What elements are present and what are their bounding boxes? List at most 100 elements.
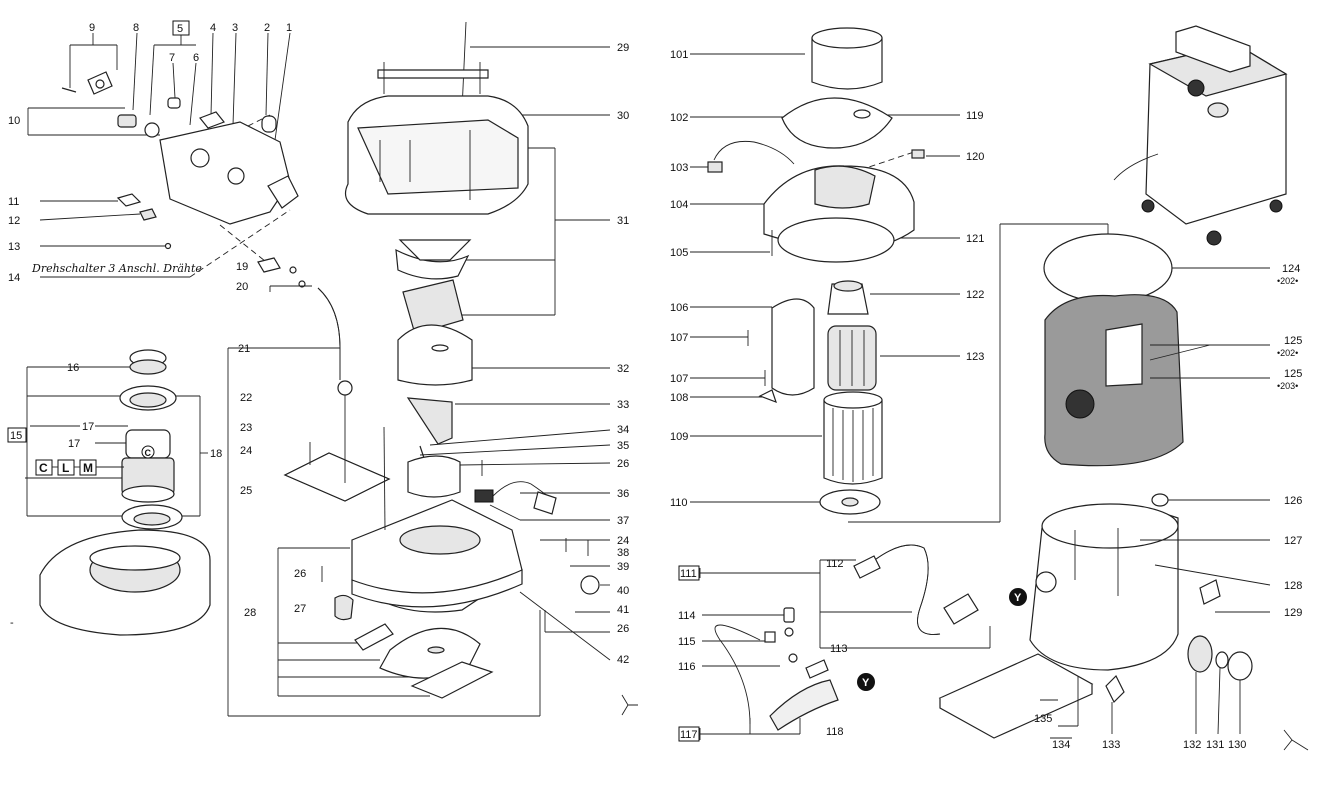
callout-6: 6 — [193, 52, 199, 64]
callout-11: 11 — [8, 196, 19, 208]
callout-103: 103 — [670, 162, 688, 174]
callout-124: 124 — [1282, 263, 1300, 275]
callout-5: 5 — [177, 23, 183, 35]
connector-y-left-text: Y — [862, 677, 870, 689]
variant-c: C — [39, 461, 48, 475]
callout-16: 16 — [67, 362, 79, 374]
callout-115: 115 — [678, 636, 696, 648]
callout-105: 105 — [670, 247, 688, 259]
connector-y-right — [1009, 588, 1027, 606]
callout-18: 18 — [210, 448, 222, 460]
callout-121: 121 — [966, 233, 984, 245]
callout-23: 23 — [240, 422, 252, 434]
variant-box-l — [57, 459, 75, 476]
hose-group — [699, 544, 991, 740]
callout-26a: 26 — [294, 568, 306, 580]
assembled-vacuum — [1113, 25, 1288, 246]
callout-29: 29 — [617, 42, 629, 54]
callout-102: 102 — [670, 112, 688, 124]
callout-26c: 26 — [617, 623, 629, 635]
callout-30: 30 — [617, 110, 629, 122]
callout-114: 114 — [678, 610, 696, 622]
variant-l: L — [62, 461, 69, 475]
callout-123: 123 — [966, 351, 984, 363]
callout-17a: 17 — [82, 421, 94, 433]
label-box-111 — [678, 565, 700, 581]
callout-134: 134 — [1052, 739, 1070, 751]
callout-31: 31 — [617, 215, 629, 227]
label-box-15 — [7, 427, 27, 443]
callout-41: 41 — [617, 604, 629, 616]
callout-4: 4 — [210, 22, 216, 34]
callout-22: 22 — [240, 392, 252, 404]
filter-head-group — [690, 27, 1109, 523]
callout-133: 133 — [1102, 739, 1120, 751]
variant-125b: •203• — [1277, 381, 1298, 391]
callout-125b: 125 — [1284, 368, 1302, 380]
callout-33: 33 — [617, 399, 629, 411]
callout-135: 135 — [1034, 713, 1052, 725]
variant-m: M — [83, 461, 93, 475]
callout-108: 108 — [670, 392, 688, 404]
variant-125a: •202• — [1277, 348, 1298, 358]
callout-116: 116 — [678, 661, 696, 673]
callout-110: 110 — [670, 497, 688, 509]
callout-26b: 26 — [617, 458, 629, 470]
callout-107a: 107 — [670, 332, 688, 344]
callout-37: 37 — [617, 515, 629, 527]
callout-24b: 24 — [617, 535, 629, 547]
callout-107b: 107 — [670, 373, 688, 385]
callout-9: 9 — [89, 22, 95, 34]
callout-40: 40 — [617, 585, 629, 597]
connector-y-right-text: Y — [1014, 592, 1022, 604]
callout-19: 19 — [236, 261, 248, 273]
callout-14: 14 — [8, 272, 20, 284]
callout-1: 1 — [286, 22, 292, 34]
callout-35: 35 — [617, 440, 629, 452]
callout-20: 20 — [236, 281, 248, 293]
head-housing-group — [227, 21, 638, 717]
callout-21: 21 — [238, 343, 250, 355]
callout-8: 8 — [133, 22, 139, 34]
callout-130: 130 — [1228, 739, 1246, 751]
variant-124: •202• — [1277, 276, 1298, 286]
callout-129: 129 — [1284, 607, 1302, 619]
callout-42: 42 — [617, 654, 629, 666]
callout-132: 132 — [1183, 739, 1201, 751]
callout-17b: 17 — [68, 438, 80, 450]
callout-131: 131 — [1206, 739, 1224, 751]
callout-39: 39 — [617, 561, 629, 573]
callout-119: 119 — [966, 110, 984, 122]
callout-113: 113 — [830, 643, 848, 655]
callout-12: 12 — [8, 215, 20, 227]
motor-badge-letter: C — [145, 448, 152, 458]
motor-group — [25, 349, 211, 636]
callout-125a: 125 — [1284, 335, 1302, 347]
left-callouts: 1 2 3 4 5 6 7 8 9 10 11 12 13 14 15 16 1… — [8, 22, 629, 666]
callout-28: 28 — [244, 607, 256, 619]
misc-mark: - — [10, 617, 14, 629]
callout-127: 127 — [1284, 535, 1302, 547]
connector-y-left — [857, 673, 875, 691]
callout-111: 111 — [680, 568, 697, 580]
callout-3: 3 — [232, 22, 238, 34]
handwritten-note: Drehschalter 3 Anschl. Drähte — [31, 262, 202, 275]
callout-13: 13 — [8, 241, 20, 253]
callout-120: 120 — [966, 151, 984, 163]
switch-housing-group — [27, 32, 341, 380]
right-callouts: 101 102 103 104 105 106 107 107 108 109 … — [670, 49, 1302, 751]
callout-126: 126 — [1284, 495, 1302, 507]
callout-7: 7 — [169, 52, 175, 64]
callout-122: 122 — [966, 289, 984, 301]
callout-27: 27 — [294, 603, 306, 615]
callout-34: 34 — [617, 424, 629, 436]
callout-25: 25 — [240, 485, 252, 497]
label-box-5 — [172, 20, 190, 36]
callout-101: 101 — [670, 49, 688, 61]
callout-24a: 24 — [240, 445, 252, 457]
label-box-117 — [678, 726, 700, 742]
callout-32: 32 — [617, 363, 629, 375]
callout-112: 112 — [826, 558, 844, 570]
